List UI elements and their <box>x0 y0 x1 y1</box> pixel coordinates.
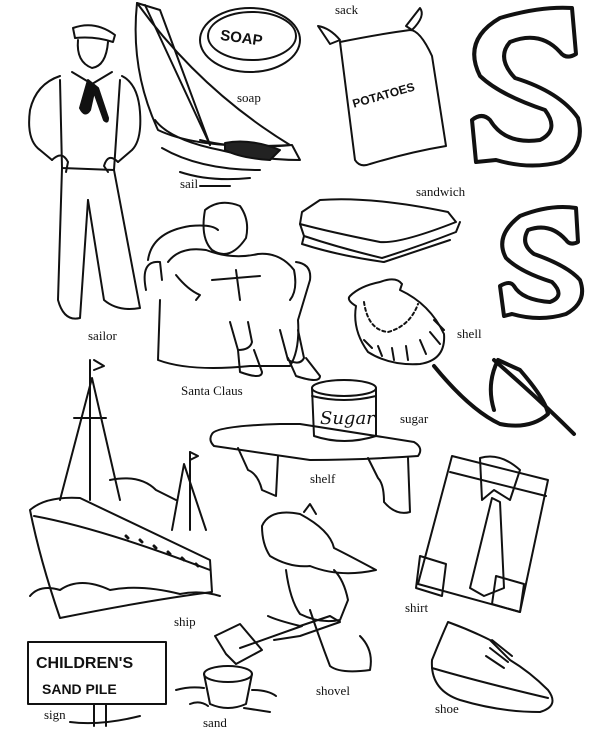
sack-text: POTATOES <box>351 80 416 111</box>
sail-illustration <box>136 3 300 186</box>
shell-illustration <box>349 279 444 364</box>
label-sail: sail <box>180 176 199 191</box>
sack-illustration: POTATOES <box>318 8 446 165</box>
santa-claus-illustration <box>145 203 320 380</box>
label-shovel: shovel <box>316 683 350 698</box>
label-sandwich: sandwich <box>416 184 466 199</box>
shirt-illustration <box>416 456 548 612</box>
shelf-illustration <box>210 424 420 513</box>
soap-text: SOAP <box>219 27 263 50</box>
label-shelf: shelf <box>310 471 336 486</box>
label-sailor: sailor <box>88 328 117 343</box>
sign-text-line2: SAND PILE <box>42 681 117 697</box>
label-sign: sign <box>44 707 66 722</box>
label-shell: shell <box>457 326 482 341</box>
uppercase-s-letter <box>472 8 580 166</box>
label-sack: sack <box>335 2 359 17</box>
child-with-shovel-illustration <box>215 504 376 671</box>
ship-illustration <box>30 360 220 618</box>
sugar-text: Sugar <box>320 408 376 429</box>
label-soap: soap <box>237 90 261 105</box>
cursive-s-letter <box>434 360 574 434</box>
sugar-canister-illustration: Sugar <box>312 380 376 441</box>
label-shirt: shirt <box>405 600 429 615</box>
sign-illustration: CHILDREN'S SAND PILE <box>28 642 166 726</box>
label-sugar: sugar <box>400 411 429 426</box>
sailor-illustration <box>29 25 140 318</box>
label-ship: ship <box>174 614 196 629</box>
label-santa-claus: Santa Claus <box>181 383 243 398</box>
lowercase-s-letter <box>500 207 582 318</box>
sand-bucket-illustration <box>176 666 276 712</box>
sandwich-illustration <box>300 199 460 262</box>
soap-illustration: SOAP <box>200 8 300 72</box>
shoe-illustration <box>432 622 553 712</box>
sign-text-line1: CHILDREN'S <box>36 655 133 672</box>
label-sand: sand <box>203 715 227 730</box>
label-shoe: shoe <box>435 701 459 716</box>
